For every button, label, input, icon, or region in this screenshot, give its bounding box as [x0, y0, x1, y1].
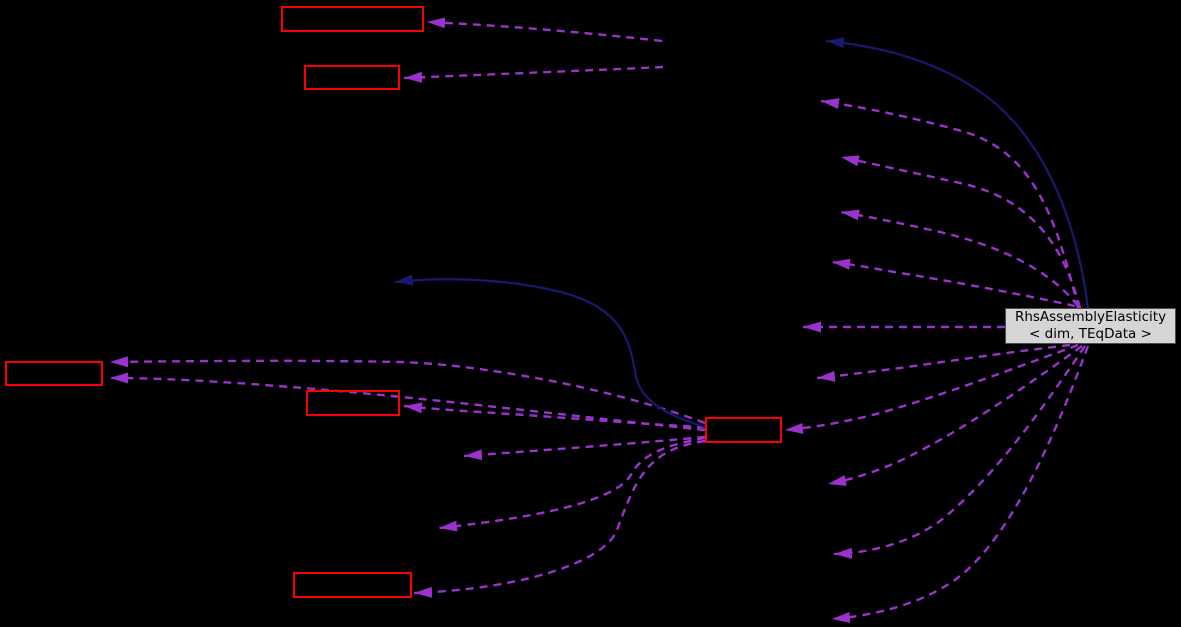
usage-edge-center-to-box-left-upper — [109, 356, 706, 425]
usage-edge-center-to-box-left-lower — [109, 372, 706, 432]
usage-edge-hidden-top-to-box-top-1 — [426, 17, 663, 43]
inheritance-edge-center-inherits-hidden-mid — [394, 274, 706, 429]
usage-edge-center-to-box-mid — [403, 402, 706, 429]
usage-edge-center-to-hidden-528 — [438, 436, 706, 532]
class-node-box-top-1[interactable] — [281, 6, 424, 32]
main-class-name: RhsAssemblyElasticity — [1014, 309, 1167, 326]
usage-edge-main-to-hidden-157 — [840, 155, 1082, 309]
main-class-node[interactable]: RhsAssemblyElasticity < dim, TEqData > — [1005, 308, 1176, 344]
usage-edge-main-to-hidden-378 — [816, 343, 1071, 382]
usage-edge-main-to-hidden-484 — [827, 345, 1083, 486]
usage-edge-center-to-box-bottom — [413, 439, 706, 598]
usage-edge-hidden-top-to-box-top-2 — [403, 65, 664, 83]
class-node-box-top-2[interactable] — [304, 65, 400, 90]
usage-edge-main-to-hidden-212 — [840, 209, 1079, 307]
usage-edge-main-to-hidden-101 — [820, 98, 1080, 309]
usage-edge-main-to-hidden-262 — [831, 258, 1076, 308]
class-node-box-mid[interactable] — [306, 390, 400, 416]
usage-edge-center-to-hidden-455 — [463, 435, 706, 461]
class-node-box-left[interactable] — [5, 361, 103, 386]
inheritance-edge-main-inherits-hidden-top — [825, 37, 1090, 309]
main-class-template-args: < dim, TEqData > — [1029, 326, 1152, 342]
class-node-box-bottom[interactable] — [293, 572, 412, 598]
class-node-box-center[interactable] — [705, 417, 782, 443]
usage-edge-main-to-hidden-554 — [833, 345, 1086, 559]
usage-edge-main-to-hidden-619 — [831, 345, 1090, 623]
